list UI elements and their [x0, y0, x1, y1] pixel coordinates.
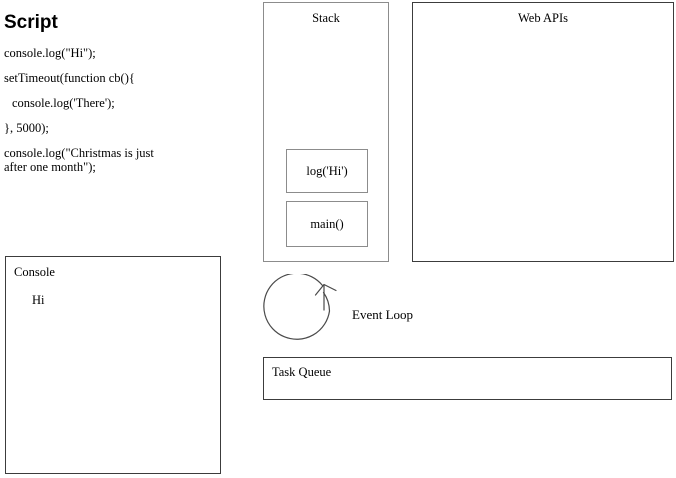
event-loop-group: Event Loop: [263, 274, 433, 350]
event-loop-label: Event Loop: [352, 307, 414, 322]
circular-arrow-icon: [263, 274, 337, 340]
script-code-line: console.log('There');: [12, 96, 115, 110]
console-label: Console: [14, 265, 55, 279]
script-panel: Script console.log("Hi"); setTimeout(fun…: [4, 12, 234, 174]
stack-frame: log('Hi'): [286, 149, 368, 193]
task-queue-label: Task Queue: [272, 365, 332, 379]
script-heading: Script: [4, 12, 58, 33]
task-queue-panel: Task Queue: [263, 357, 672, 400]
call-stack-title: Stack: [312, 11, 340, 25]
script-code-line: setTimeout(function cb(){: [4, 71, 135, 85]
stack-frame: main(): [286, 201, 368, 247]
console-panel: Console Hi: [5, 256, 221, 474]
script-code-line: }, 5000);: [4, 121, 49, 135]
web-apis-title: Web APIs: [517, 11, 569, 25]
script-code-line: console.log("Hi");: [4, 46, 96, 60]
console-output-line: Hi: [32, 293, 45, 307]
call-stack-panel: Stack log('Hi') main(): [263, 2, 389, 262]
web-apis-panel: Web APIs: [412, 2, 674, 262]
script-code-line: console.log("Christmas is just after one…: [4, 146, 154, 174]
